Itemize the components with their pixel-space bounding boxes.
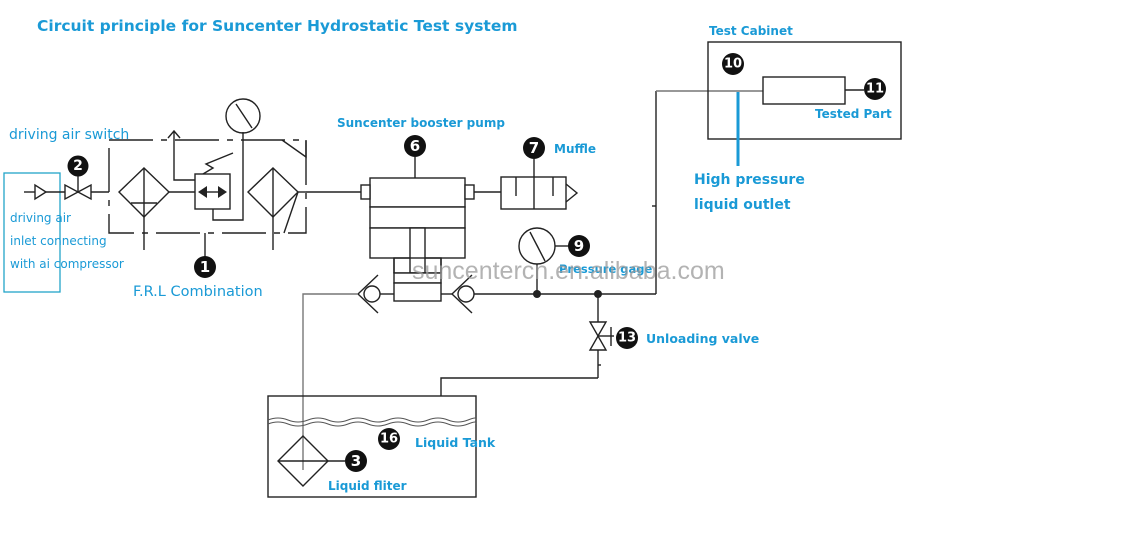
- inlet-label-line2: inlet connecting: [10, 234, 107, 248]
- hp-outlet-label-line1: High pressure: [694, 172, 805, 188]
- liquid-surface-wave: [267, 417, 477, 427]
- badge-6: 6: [404, 135, 426, 157]
- badge-11: 11: [864, 78, 886, 100]
- badge-3: 3: [345, 450, 367, 472]
- inlet-check-valve-icon: [356, 274, 394, 314]
- inlet-box: [3, 172, 61, 293]
- badge-2: 2: [67, 155, 89, 177]
- liquid-tank: [267, 395, 477, 498]
- muffle-icon: [500, 159, 579, 210]
- hp-outlet-label-line2: liquid outlet: [694, 197, 791, 213]
- svg-text:7: 7: [529, 139, 539, 157]
- badge-1: 1: [194, 256, 216, 278]
- inlet-label-line3: with ai compressor: [10, 257, 124, 271]
- svg-text:11: 11: [866, 82, 884, 97]
- pressure-gage-icon: [518, 227, 570, 294]
- svg-text:6: 6: [410, 137, 420, 155]
- svg-text:13: 13: [618, 331, 636, 346]
- pressure-gage-label: Pressure gage: [559, 262, 652, 276]
- booster-pump[interactable]: [360, 157, 475, 302]
- air-switch-valve-icon[interactable]: [64, 175, 109, 201]
- unloading-valve-label: Unloading valve: [646, 331, 759, 346]
- badge-9: 9: [568, 235, 590, 257]
- badge-10: 10: [722, 53, 744, 75]
- test-cabinet: [707, 41, 902, 140]
- diagram-title: Circuit principle for Suncenter Hydrosta…: [37, 17, 518, 35]
- inlet-connector-icon: [24, 183, 65, 201]
- inlet-label-line1: driving air: [10, 211, 71, 225]
- badge-16: 16: [378, 428, 400, 450]
- frl-pressure-gauge-icon: [225, 98, 261, 134]
- liquid-tank-label: Liquid Tank: [415, 435, 496, 450]
- liquid-filter-icon: [277, 435, 345, 487]
- frl-label: F.R.L Combination: [133, 284, 263, 300]
- badge-13: 13: [616, 327, 638, 349]
- tested-part-label: Tested Part: [815, 107, 892, 121]
- svg-text:2: 2: [73, 158, 83, 174]
- tested-part[interactable]: [762, 76, 846, 105]
- svg-text:10: 10: [724, 57, 742, 72]
- muffle-label: Muffle: [554, 142, 596, 156]
- watermark: suncentercn.en.alibaba.com: [412, 257, 725, 285]
- driving-air-switch-label: driving air switch: [9, 127, 129, 143]
- frl-combination: [108, 129, 307, 258]
- svg-text:9: 9: [574, 237, 584, 255]
- unloading-valve-icon[interactable]: [588, 294, 614, 378]
- svg-text:16: 16: [380, 432, 398, 447]
- liquid-filter-label: Liquid fliter: [328, 479, 407, 493]
- badge-7: 7: [523, 137, 545, 159]
- test-cabinet-label: Test Cabinet: [709, 24, 793, 38]
- svg-text:3: 3: [351, 452, 361, 470]
- booster-pump-label: Suncenter booster pump: [337, 116, 505, 130]
- svg-text:1: 1: [200, 258, 210, 276]
